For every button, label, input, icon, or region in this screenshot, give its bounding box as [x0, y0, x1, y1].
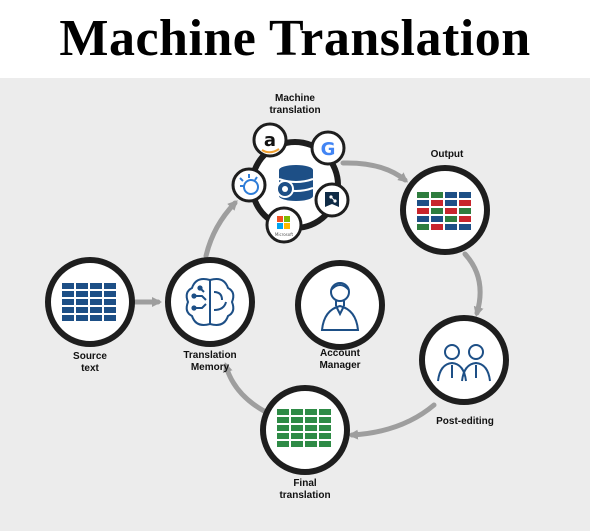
cycle-arrows: [132, 160, 484, 440]
output-node: [400, 165, 490, 255]
arrow-postedit-to-final: [348, 402, 437, 440]
arrow-memory-to-mt: [203, 200, 238, 259]
deepl-logo-icon: [314, 182, 350, 218]
translation-memory-label: Translation Memory: [183, 350, 237, 373]
post-editing-node: [419, 315, 509, 405]
person-icon: [320, 282, 360, 331]
google-logo-icon: G: [310, 130, 346, 166]
arrow-mt-to-output: [340, 160, 409, 183]
ibm-watson-logo-icon: [231, 167, 267, 203]
svg-text:a: a: [264, 130, 276, 151]
source-text-node: [45, 257, 135, 347]
account-manager-node: [295, 260, 385, 350]
source-text-label: Source text: [73, 351, 107, 374]
page-title: Machine Translation: [59, 10, 531, 67]
final-table-icon: [277, 409, 331, 447]
output-label: Output: [430, 149, 464, 160]
database-gear-icon: [276, 165, 314, 201]
amazon-logo-icon: a: [252, 122, 288, 158]
machine-translation-label: Machine translation: [269, 93, 321, 116]
translation-memory-node: [165, 257, 255, 347]
source-table-icon: [62, 283, 116, 321]
title-band: [0, 0, 590, 78]
brain-circuit-icon: [185, 278, 235, 326]
microsoft-caption: Microsoft: [275, 232, 294, 237]
arrow-final-to-memory: [222, 362, 267, 414]
output-table-icon: [417, 192, 471, 230]
two-people-icon: [437, 344, 491, 382]
final-translation-node: [260, 385, 350, 475]
arrow-output-to-postedit: [462, 251, 484, 317]
microsoft-logo-icon: Microsoft: [265, 206, 303, 244]
post-editing-label: Post-editing: [436, 416, 494, 427]
svg-text:G: G: [321, 139, 336, 160]
account-manager-label: Account Manager: [319, 348, 361, 371]
final-translation-label: Final translation: [279, 478, 331, 501]
